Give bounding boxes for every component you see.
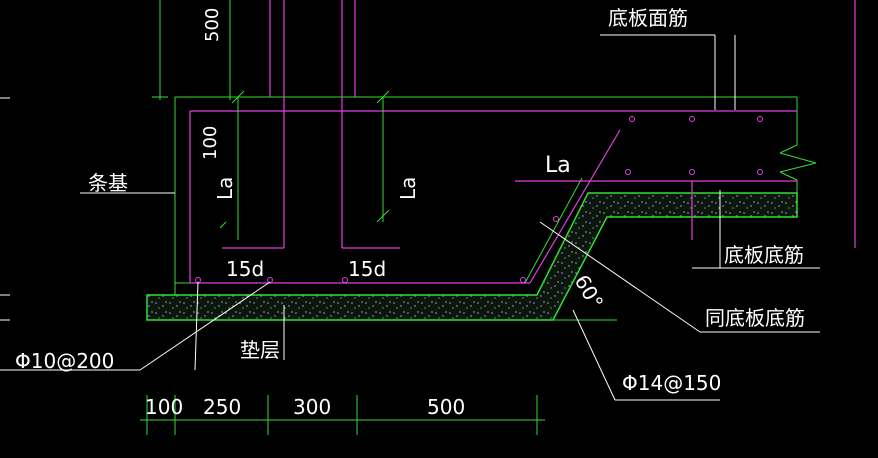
label-anchor-length-3: La [396,177,420,200]
label-anchor-length-1: La [545,153,571,178]
label-bottom-slab-top-rebar: 底板面筋 [608,6,688,30]
label-rebar-left: Φ10@200 [15,349,114,373]
dim-bottom-4: 500 [427,395,465,419]
label-same-as-bottom-rebar: 同底板底筋 [705,306,805,330]
label-cushion-layer: 垫层 [240,338,280,362]
cushion-layer [146,192,798,321]
dim-bottom-2: 250 [203,395,241,419]
label-anchor-length-2: La [213,177,237,200]
label-rebar-right: Φ14@150 [622,371,721,395]
rebar-dots [195,116,763,283]
dim-bottom-3: 300 [293,395,331,419]
dim-left-vertical: 100 [200,126,221,160]
dim-top-vertical: 500 [202,8,223,42]
label-bottom-slab-bottom-rebar: 底板底筋 [724,243,804,267]
leader-lines [0,34,820,401]
dim-bottom-1: 100 [145,395,183,419]
label-hook-1: 15d [226,257,264,281]
dimension-lines [140,0,545,435]
label-hook-2: 15d [348,257,386,281]
rebar-lines [189,0,856,284]
label-strip-foundation: 条基 [88,171,128,195]
